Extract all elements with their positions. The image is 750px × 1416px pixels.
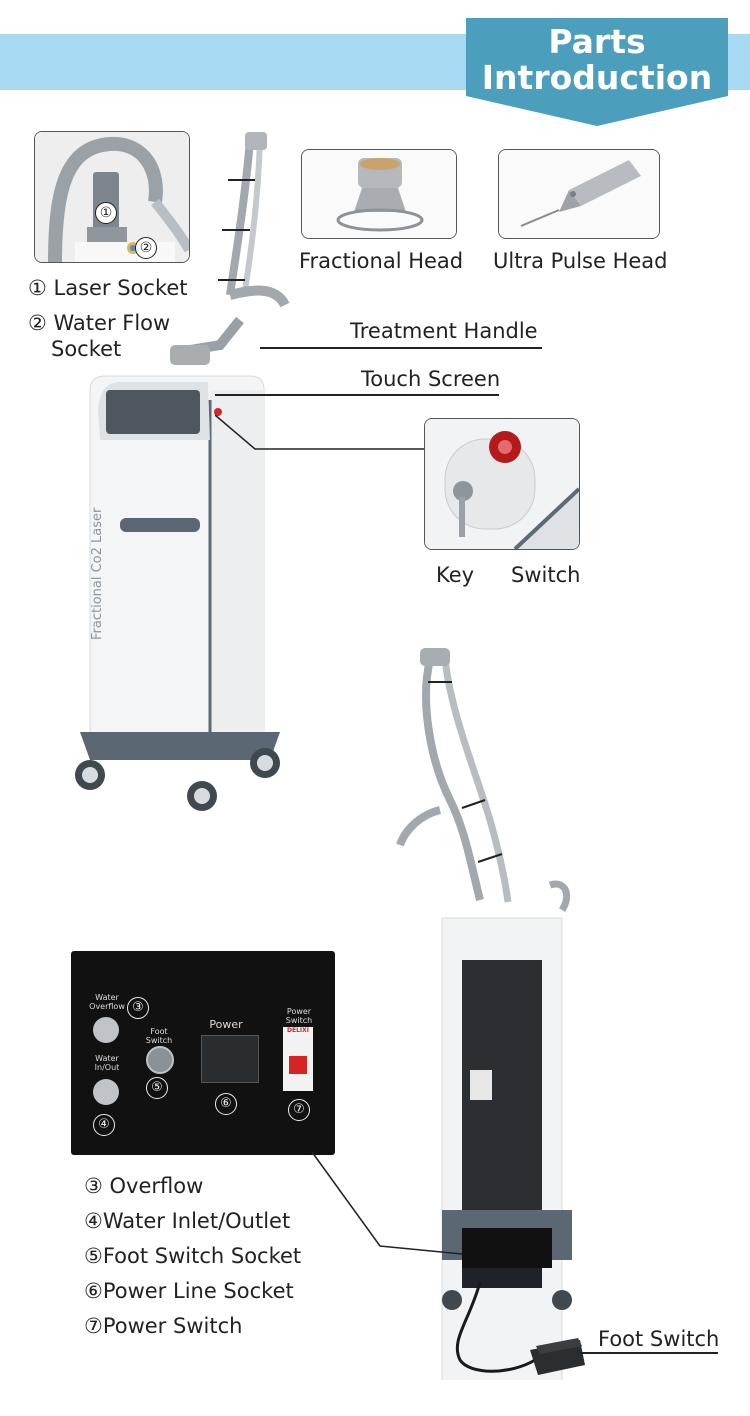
num-5: ⑤ bbox=[146, 1077, 168, 1099]
ultra-pulse-head-photo bbox=[498, 149, 660, 239]
foot-switch-label: Foot Switch bbox=[598, 1327, 720, 1351]
overflow-port bbox=[93, 1017, 119, 1043]
power-switch: DELIXI bbox=[283, 1027, 313, 1091]
num-6: ⑥ bbox=[215, 1093, 237, 1115]
laser-socket-label: ① Laser Socket bbox=[28, 276, 188, 300]
foot-switch-port bbox=[146, 1046, 174, 1074]
foot-switch-leader bbox=[580, 1352, 718, 1354]
power-switch-label: Power Switch bbox=[285, 1007, 313, 1025]
badge-1: ① bbox=[95, 202, 117, 224]
fractional-head-photo bbox=[301, 149, 457, 239]
banner-title-line1: Parts bbox=[548, 22, 646, 61]
switch-label: Switch bbox=[511, 563, 581, 587]
socket-inset-photo: ① ② bbox=[34, 131, 190, 263]
banner-title: Parts Introduction bbox=[466, 24, 728, 96]
key-label: Key bbox=[436, 563, 475, 587]
treatment-handle-leader bbox=[260, 347, 542, 349]
num-3: ③ bbox=[127, 997, 149, 1019]
banner-title-line2: Introduction bbox=[481, 58, 713, 97]
machine-front-image bbox=[75, 132, 290, 811]
ultra-pulse-head-image bbox=[499, 150, 659, 238]
rear-panel: Water Overflow ③ Water In/Out ④ Foot Swi… bbox=[71, 951, 335, 1155]
key-switch-photo bbox=[424, 418, 580, 550]
power-switch-toggle bbox=[289, 1056, 307, 1074]
banner-ribbon bbox=[466, 18, 728, 126]
foot-switch-image bbox=[455, 1281, 585, 1375]
ultra-pulse-head-label: Ultra Pulse Head bbox=[493, 249, 668, 273]
treatment-handle-label: Treatment Handle bbox=[350, 319, 538, 343]
machine-rear-image bbox=[396, 648, 572, 1380]
socket-closeup-image bbox=[35, 132, 189, 262]
legend-power-switch: ⑦Power Switch bbox=[84, 1314, 243, 1338]
water-overflow-label: Water Overflow bbox=[89, 993, 125, 1011]
badge-2: ② bbox=[135, 237, 157, 259]
foot-switch-port-label: Foot Switch bbox=[145, 1027, 173, 1045]
water-inout-label: Water In/Out bbox=[94, 1054, 120, 1072]
legend-power-line-socket: ⑥Power Line Socket bbox=[84, 1279, 294, 1303]
touch-screen-label: Touch Screen bbox=[361, 367, 501, 391]
key-switch-image bbox=[425, 419, 579, 549]
legend-water-inlet-outlet: ④Water Inlet/Outlet bbox=[84, 1209, 291, 1233]
legend-foot-switch-socket: ⑤Foot Switch Socket bbox=[84, 1244, 302, 1268]
machine-side-text: Fractional Co2 Laser bbox=[90, 507, 105, 640]
rear-panel-leader bbox=[311, 1151, 463, 1255]
water-flow-label-2: Socket bbox=[51, 337, 122, 361]
water-flow-label-1: ② Water Flow bbox=[28, 311, 171, 335]
num-4: ④ bbox=[93, 1114, 115, 1136]
legend-overflow: ③ Overflow bbox=[84, 1174, 204, 1198]
fractional-head-label: Fractional Head bbox=[299, 249, 464, 273]
power-socket bbox=[201, 1035, 259, 1083]
power-switch-brand: DELIXI bbox=[287, 1027, 309, 1034]
fractional-head-image bbox=[302, 150, 456, 238]
power-label: Power bbox=[209, 1018, 243, 1031]
key-switch-leader bbox=[215, 414, 427, 450]
water-inout-port bbox=[93, 1079, 119, 1105]
touch-screen-leader bbox=[215, 394, 499, 396]
num-7: ⑦ bbox=[288, 1099, 310, 1121]
